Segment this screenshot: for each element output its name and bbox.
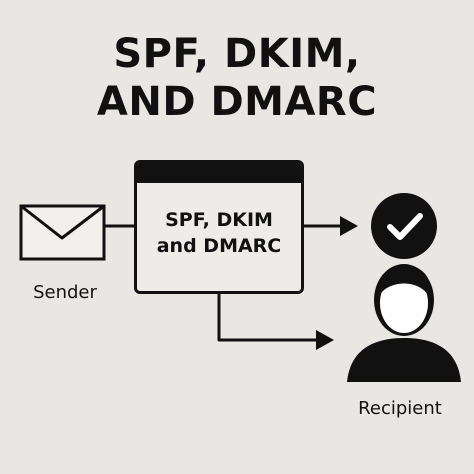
deliver-arrow [217,294,334,350]
check-circle-icon [371,193,437,259]
spf-dkim-dmarc-box: SPF, DKIM and DMARC [134,160,304,294]
verify-arrow [304,216,358,236]
title-line-1: SPF, DKIM, [113,31,361,77]
process-box-label: SPF, DKIM and DMARC [137,207,301,259]
title-line-2: AND DMARC [96,79,378,125]
envelope-icon [19,204,106,261]
process-box-line-2: and DMARC [156,235,282,257]
recipient-label: Recipient [358,398,442,419]
sender-label: Sender [33,282,97,303]
person-icon [347,264,461,382]
window-title-bar [137,163,301,183]
process-box-line-1: SPF, DKIM [165,209,273,231]
